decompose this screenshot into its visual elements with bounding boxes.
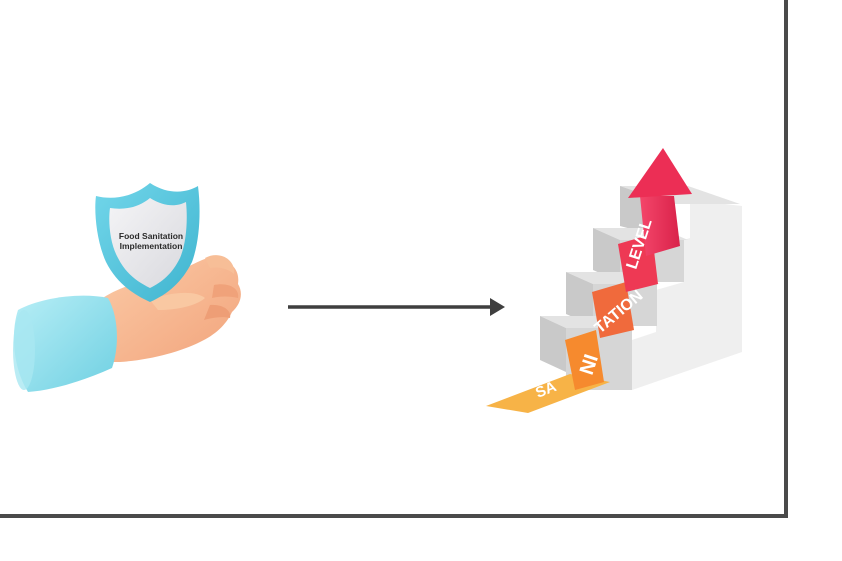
path-segment-orange (565, 330, 604, 390)
shield-label-line1: Food Sanitation (118, 231, 184, 241)
content-frame (0, 0, 788, 518)
stair-word-sa: SA (533, 378, 559, 402)
sleeve-cuff (13, 295, 117, 392)
stairs-illustration: SA NI TATION LEVEL (486, 148, 742, 413)
shield-label: Food Sanitation Implementation (100, 231, 202, 251)
growth-arrow-icon (628, 148, 692, 256)
shield-label-line2: Implementation (119, 241, 183, 251)
hand-holding-shield-icon (13, 183, 241, 392)
process-arrow-icon (288, 298, 505, 316)
path-segment-red-orange (592, 282, 634, 338)
